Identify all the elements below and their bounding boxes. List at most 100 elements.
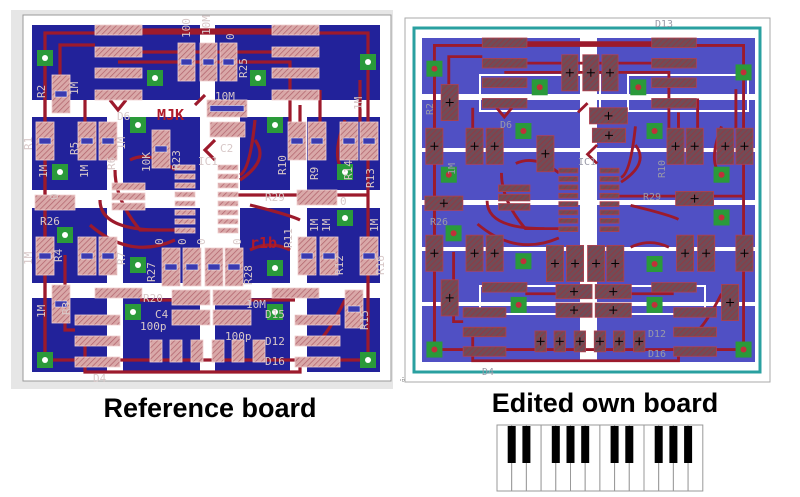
trace xyxy=(63,255,75,332)
component-label: D16 xyxy=(265,355,285,368)
component-label: R28 xyxy=(242,265,255,285)
component-origin-cross-icon xyxy=(430,249,439,258)
component-pad xyxy=(481,37,528,48)
via-hole-icon xyxy=(718,214,725,221)
component-label: 0 xyxy=(224,33,237,40)
via-hole-icon xyxy=(520,128,527,134)
via-hole-icon xyxy=(515,301,522,308)
component-pad xyxy=(481,98,528,109)
component-label: R29 xyxy=(643,192,661,203)
component-origin-cross-icon xyxy=(439,199,448,208)
piano-black-key xyxy=(566,426,575,463)
component-label: D4 xyxy=(93,372,107,385)
component-label: 1M xyxy=(352,96,365,110)
component-label: 0 xyxy=(153,238,166,245)
component-label: R5 xyxy=(68,142,81,155)
component-origin-cross-icon xyxy=(671,142,680,151)
trace xyxy=(108,99,128,113)
component-pad xyxy=(651,282,697,293)
component-label: 1M xyxy=(37,164,50,178)
component-label: 1M xyxy=(308,218,321,232)
trace xyxy=(129,155,176,172)
component-origin-cross-icon xyxy=(575,337,584,346)
component-pad xyxy=(217,182,239,189)
component-pad xyxy=(462,307,507,318)
component-body xyxy=(38,137,52,145)
trace xyxy=(447,55,483,85)
component-origin-cross-icon xyxy=(615,337,624,346)
trace xyxy=(620,144,642,184)
component-body xyxy=(227,263,241,271)
component-origin-cross-icon xyxy=(635,337,644,346)
component-label: 100p xyxy=(225,330,252,343)
component-origin-cross-icon xyxy=(740,249,749,258)
component-pad xyxy=(558,218,579,224)
component-label: R7 xyxy=(115,252,128,265)
component-origin-cross-icon xyxy=(536,337,545,346)
piano-black-key xyxy=(625,426,634,463)
component-label: IC1 xyxy=(198,155,218,168)
component-label: R9 xyxy=(308,167,321,180)
components xyxy=(424,37,754,357)
via-hole-icon xyxy=(431,346,438,353)
component-label: R26 xyxy=(430,217,448,228)
trace xyxy=(118,60,292,130)
component-pad xyxy=(558,226,579,232)
via-hole-icon xyxy=(272,265,278,271)
component-body xyxy=(342,137,356,145)
component-origin-cross-icon xyxy=(604,111,613,120)
component-pad xyxy=(599,184,620,191)
component-label: R1 xyxy=(22,137,35,150)
component-label: R3 xyxy=(60,302,73,315)
component-label: D4 xyxy=(482,367,494,378)
component-pad xyxy=(171,309,211,326)
vias xyxy=(426,60,752,358)
component-body xyxy=(362,137,376,145)
trace xyxy=(515,159,560,174)
via-hole-icon xyxy=(130,309,136,315)
component-pad xyxy=(599,176,620,182)
via-hole-icon xyxy=(740,69,747,76)
component-pad xyxy=(599,218,620,224)
component-pad xyxy=(212,309,252,326)
component-pad xyxy=(94,89,143,101)
component-pad xyxy=(599,209,620,216)
component-body xyxy=(164,263,178,271)
component-label: R2 xyxy=(35,85,48,98)
component-label: 1M xyxy=(22,251,35,265)
trace xyxy=(630,204,680,221)
trace xyxy=(239,139,262,182)
piano-black-key xyxy=(522,426,531,463)
keepout-outline xyxy=(627,74,749,112)
component-pad xyxy=(231,339,245,363)
trace xyxy=(495,106,514,120)
via-hole-icon xyxy=(450,230,457,237)
component-origin-cross-icon xyxy=(550,259,559,268)
component-body xyxy=(347,305,361,313)
component-origin-cross-icon xyxy=(586,68,595,77)
component-origin-cross-icon xyxy=(565,68,574,77)
component-pad xyxy=(498,203,531,211)
component-label: 10M xyxy=(215,90,235,103)
components xyxy=(34,24,379,368)
component-origin-cross-icon xyxy=(470,142,479,151)
component-pad xyxy=(599,167,620,174)
component-body xyxy=(80,137,94,145)
component-body xyxy=(54,300,68,308)
component-label: 100p xyxy=(140,320,167,333)
component-pad xyxy=(651,77,697,88)
trace xyxy=(504,71,671,136)
via-hole-icon xyxy=(445,171,452,178)
via-hole-icon xyxy=(42,357,48,363)
component-pad xyxy=(217,227,239,234)
via-hole-icon xyxy=(42,55,48,61)
component-pad xyxy=(481,77,528,88)
component-body xyxy=(209,105,245,112)
component-origin-cross-icon xyxy=(740,142,749,151)
component-body xyxy=(101,252,115,260)
trace xyxy=(620,126,637,179)
component-label: 0 xyxy=(48,193,61,200)
copper-pour-region xyxy=(597,205,755,247)
component-origin-cross-icon xyxy=(570,287,579,296)
